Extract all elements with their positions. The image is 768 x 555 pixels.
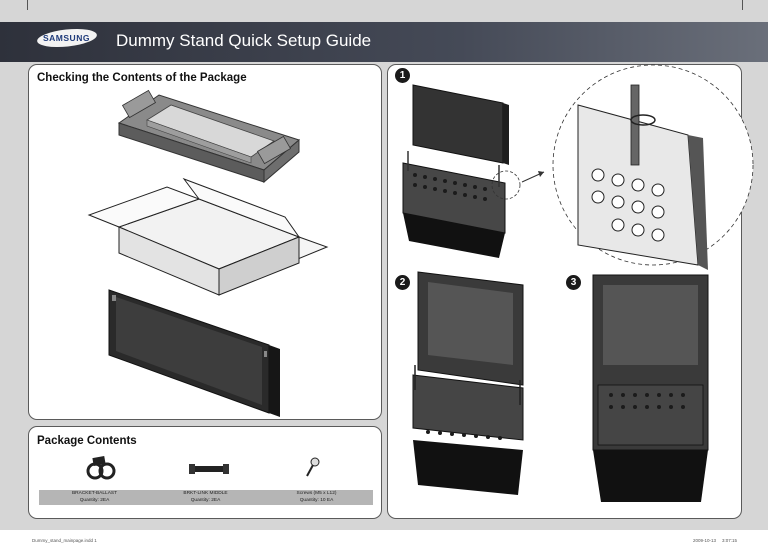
header-band-shape: [0, 22, 768, 62]
crop-mark: [27, 0, 28, 10]
logo-ellipse: [37, 28, 97, 48]
footer-band: [0, 530, 768, 555]
step-2-illustration: [412, 271, 524, 495]
brand-name: SAMSUNG: [43, 33, 90, 43]
step-1-illustration: [402, 84, 509, 258]
stand-panel-illustration: [108, 289, 280, 417]
step-3-illustration: [592, 274, 709, 502]
item-quantity: Quantity: 2EA: [79, 497, 110, 503]
crop-mark: [742, 0, 743, 10]
checking-heading: Checking the Contents of the Package: [37, 72, 247, 84]
bracket-ballast-icon: [86, 456, 116, 480]
detail-callout: [552, 64, 754, 270]
package-item-screws: Screws (M5 x L12) Quantity: 10 EA: [261, 490, 372, 505]
assembly-steps-panel: 1 2 3: [387, 64, 754, 519]
detail-pointer: [491, 170, 545, 200]
step-3-badge: 3: [566, 275, 581, 290]
package-item-bracket-ballast: BRACKET-BALLAST Quantity: 2EA: [39, 490, 150, 505]
brkt-link-middle-icon: [189, 464, 229, 474]
checking-contents-panel: Checking the Contents of the Package: [28, 64, 382, 420]
footer-time: 3:07:15: [722, 538, 738, 543]
package-contents-heading: Package Contents: [37, 435, 137, 447]
samsung-logo: SAMSUNG: [36, 28, 98, 48]
package-contents-bar: BRACKET-BALLAST Quantity: 2EA BRKT-LINK …: [39, 490, 373, 505]
item-quantity: Quantity: 2EA: [190, 497, 221, 503]
footer-filename: Dummy_stand_mainpage.indd 1: [32, 538, 97, 543]
packaging-foam-illustration: [117, 89, 301, 184]
step-1-badge: 1: [395, 68, 410, 83]
open-box-illustration: [87, 177, 329, 296]
package-contents-panel: Package Contents BRACKET-BALLAST Quantit…: [28, 426, 382, 519]
item-name: Screws (M5 x L12): [296, 491, 337, 496]
item-name: BRACKET-BALLAST: [71, 491, 118, 496]
page-title: Dummy Stand Quick Setup Guide: [116, 31, 372, 50]
step-2-badge: 2: [395, 275, 410, 290]
item-quantity: Quantity: 10 EA: [299, 497, 334, 503]
footer-date: 2009-10-13: [693, 538, 717, 543]
header-band: SAMSUNG Dummy Stand Quick Setup Guide: [0, 22, 768, 62]
screw-icon: [306, 457, 320, 477]
package-item-brkt-link-middle: BRKT-LINK MIDDLE Quantity: 2EA: [150, 490, 261, 505]
item-name: BRKT-LINK MIDDLE: [183, 491, 228, 496]
